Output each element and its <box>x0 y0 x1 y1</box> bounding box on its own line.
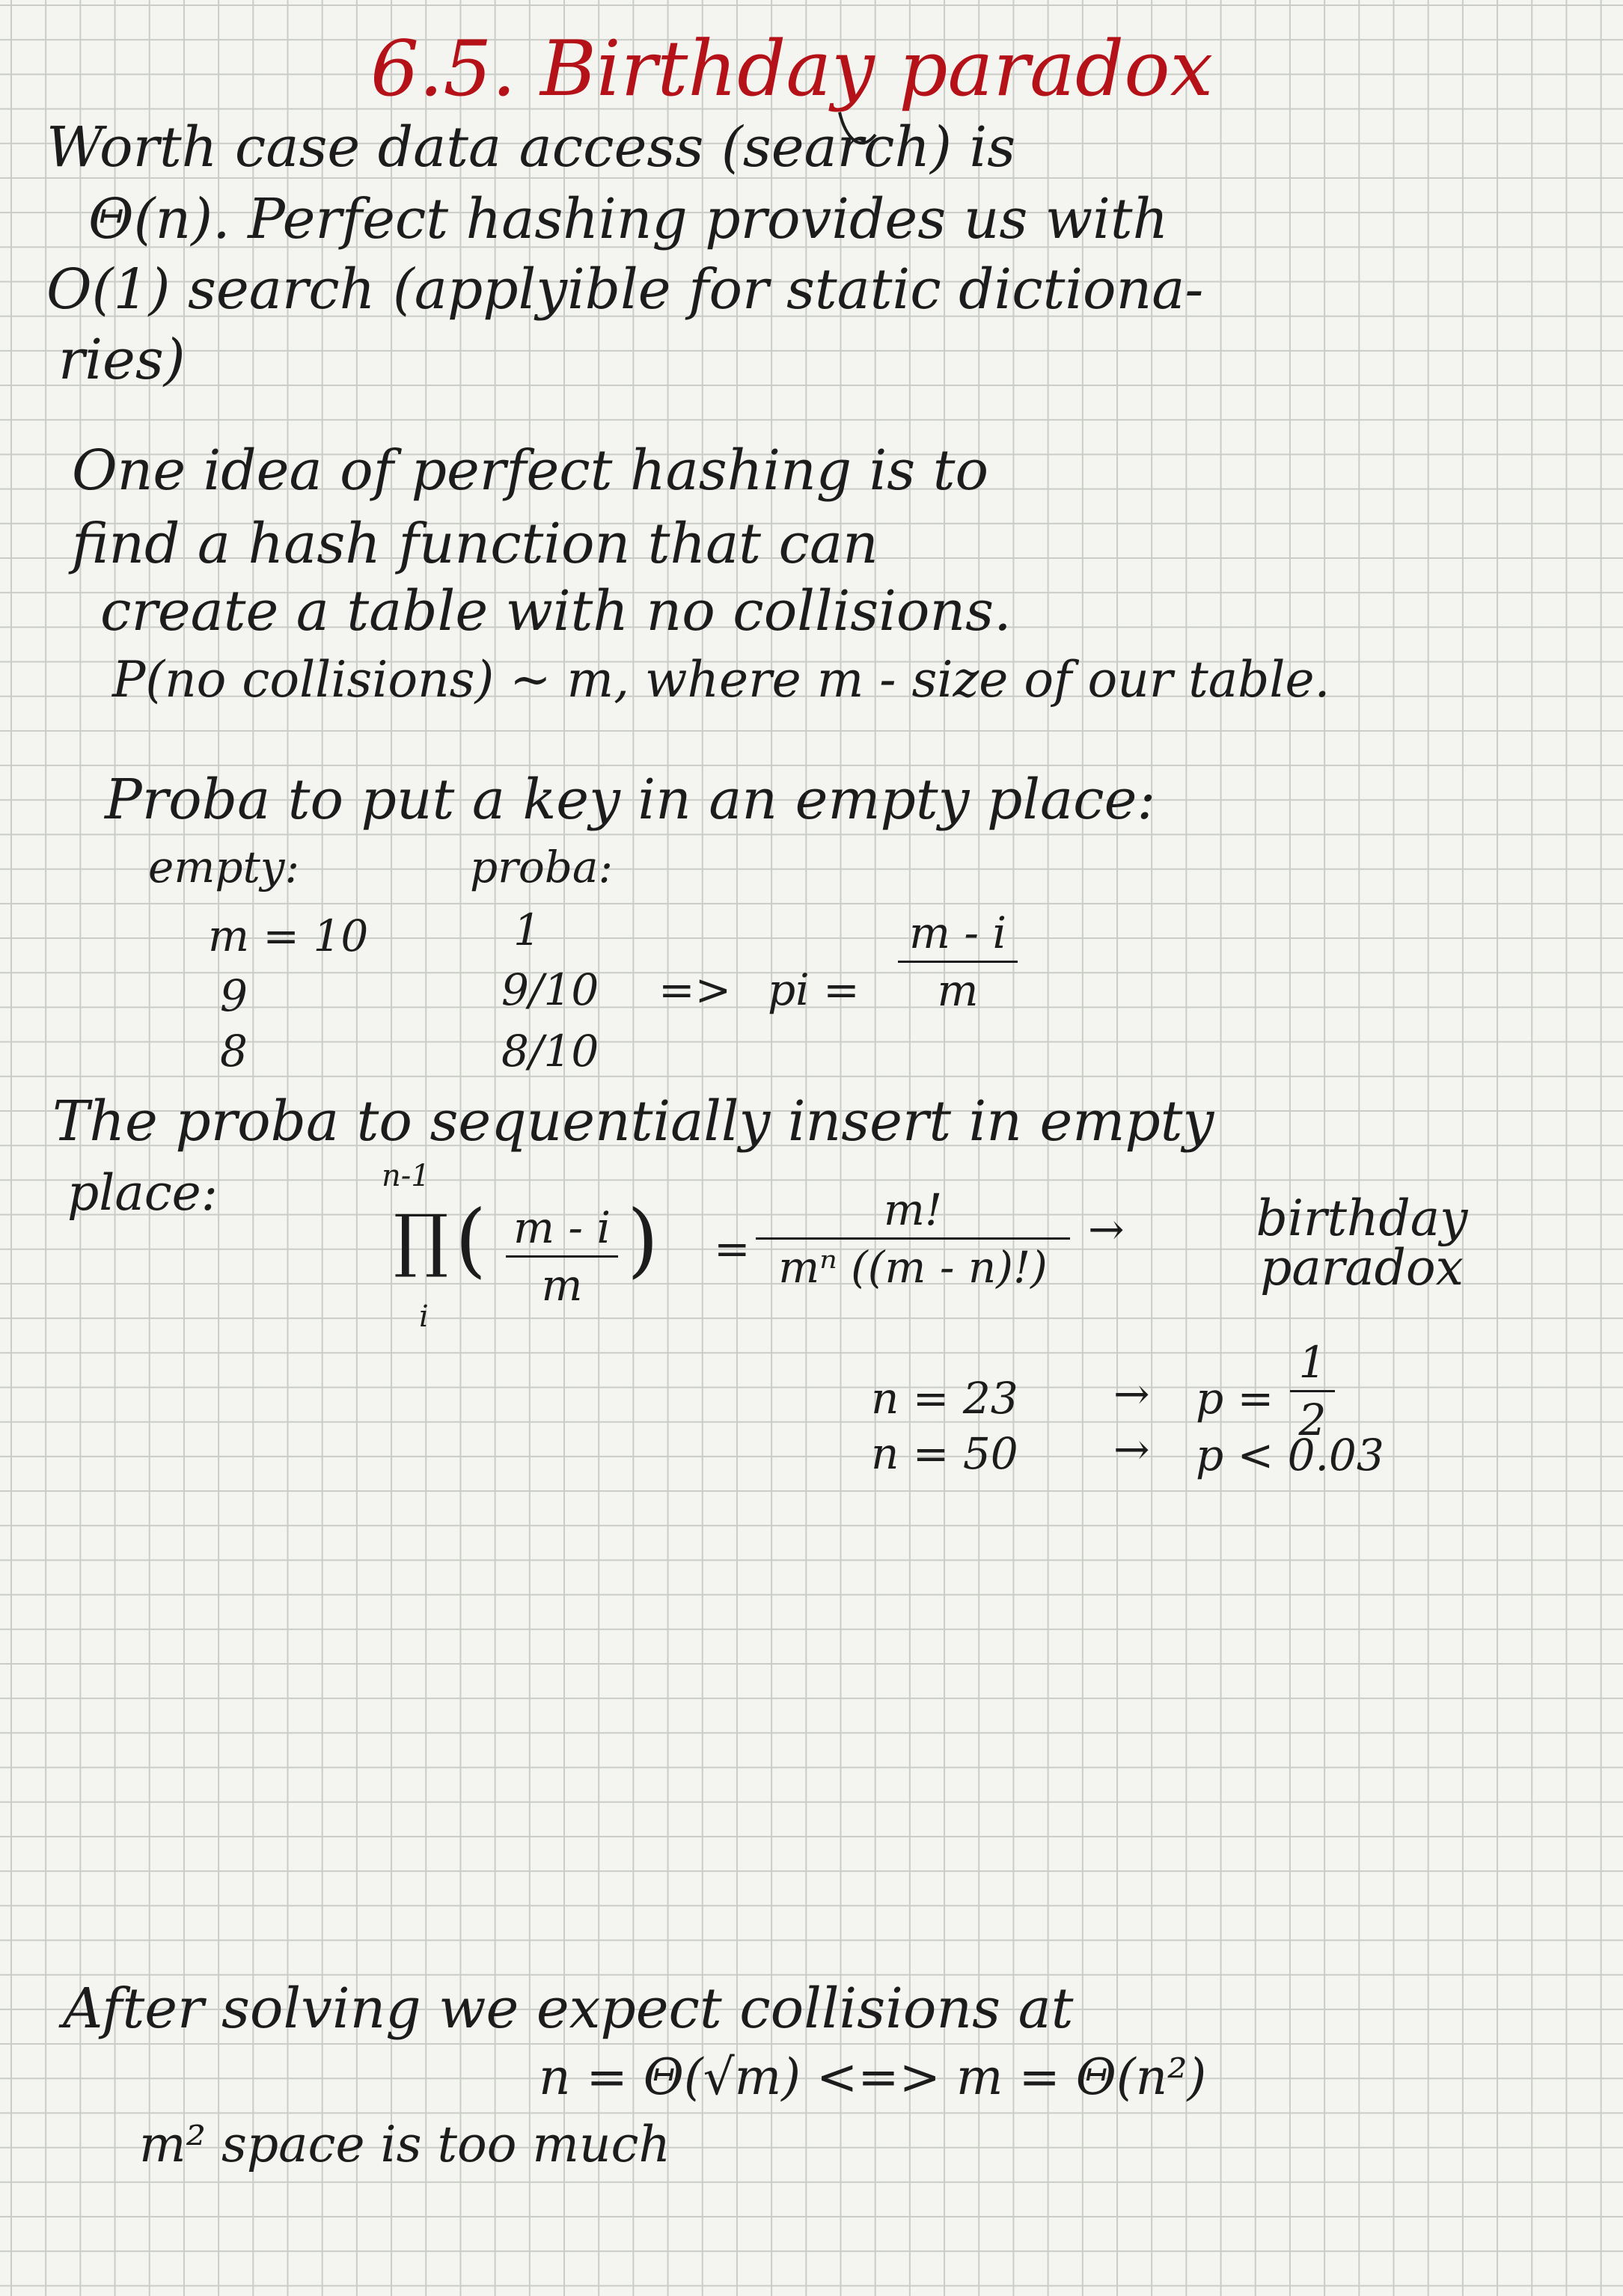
sequential-line-1: The proba to sequentially insert in empt… <box>52 1089 1214 1154</box>
term-fraction: m - i m <box>506 1206 618 1307</box>
intro-line-3: O(1) search (applyible for static dictio… <box>46 257 1204 322</box>
idea-line-1: One idea of perfect hashing is to <box>72 438 989 503</box>
page-title: 6.5. Birthday paradox <box>370 25 1214 114</box>
example-n-23: n = 23 <box>871 1373 1018 1424</box>
product-symbol: ∏ <box>394 1200 449 1280</box>
pi-denominator: m <box>937 965 979 1016</box>
intro-line-2: Θ(n). Perfect hashing provides us with <box>88 187 1169 251</box>
product-lower-index: i <box>419 1299 429 1334</box>
example-arrow-2: → <box>1113 1424 1150 1475</box>
example-p-bound: p < 0.03 <box>1196 1430 1384 1481</box>
example-p-fraction: 1 2 <box>1290 1341 1335 1442</box>
example-p-numerator: 1 <box>1298 1337 1327 1388</box>
conclusion-line-2: n = Θ(√m) <=> m = Θ(n²) <box>539 2048 1207 2106</box>
intro-line-4: ries) <box>58 328 186 392</box>
birthday-arrow: → <box>1088 1204 1125 1255</box>
right-paren: ) <box>627 1193 659 1287</box>
empty-value-3: 8 <box>220 1026 248 1077</box>
conclusion-line-1: After solving we expect collisions at <box>63 1977 1074 2041</box>
fraction-bar <box>756 1237 1070 1240</box>
term-numerator: m - i <box>513 1202 611 1253</box>
idea-line-3: create a table with no collisions. <box>100 579 1012 643</box>
example-p-label: p = <box>1196 1373 1274 1424</box>
pi-numerator: m - i <box>908 907 1007 958</box>
product-upper-limit: n-1 <box>382 1159 430 1193</box>
result-numerator: m! <box>883 1184 943 1235</box>
example-p-denominator: 2 <box>1298 1395 1327 1445</box>
idea-line-2: find a hash function that can <box>72 512 878 576</box>
term-denominator: m <box>541 1260 583 1311</box>
result-denominator: mⁿ ((m - n)!) <box>778 1242 1048 1293</box>
proba-value-3: 8/10 <box>501 1026 599 1077</box>
empty-value-2: 9 <box>220 970 248 1021</box>
fraction-bar <box>1290 1390 1335 1392</box>
idea-line-4: P(no collisions) ~ m, where m - size of … <box>112 651 1330 708</box>
proba-value-2: 9/10 <box>501 964 599 1015</box>
birthday-paradox-label: birthday paradox <box>1256 1190 1468 1297</box>
implies-arrow: => <box>658 964 732 1015</box>
equals-sign: = <box>714 1223 751 1274</box>
col-proba-header: proba: <box>470 842 614 893</box>
example-arrow-1: → <box>1113 1368 1150 1419</box>
proba-heading: Proba to put a key in an empty place: <box>105 768 1156 832</box>
result-fraction: m! mⁿ ((m - n)!) <box>756 1188 1070 1289</box>
example-n-50: n = 50 <box>871 1428 1018 1479</box>
fraction-bar <box>898 961 1018 963</box>
conclusion-line-3: m² space is too much <box>139 2116 670 2173</box>
fraction-bar <box>506 1255 618 1258</box>
proba-value-1: 1 <box>513 904 541 955</box>
pi-fraction: m - i m <box>898 911 1018 1012</box>
intro-line-1: Worth case data access (search) is <box>46 115 1016 180</box>
pi-label: pi = <box>768 964 860 1015</box>
col-empty-header: empty: <box>148 842 300 893</box>
sequential-line-2: place: <box>67 1164 218 1222</box>
left-paren: ( <box>455 1193 487 1287</box>
empty-value-1: m = 10 <box>208 910 369 961</box>
